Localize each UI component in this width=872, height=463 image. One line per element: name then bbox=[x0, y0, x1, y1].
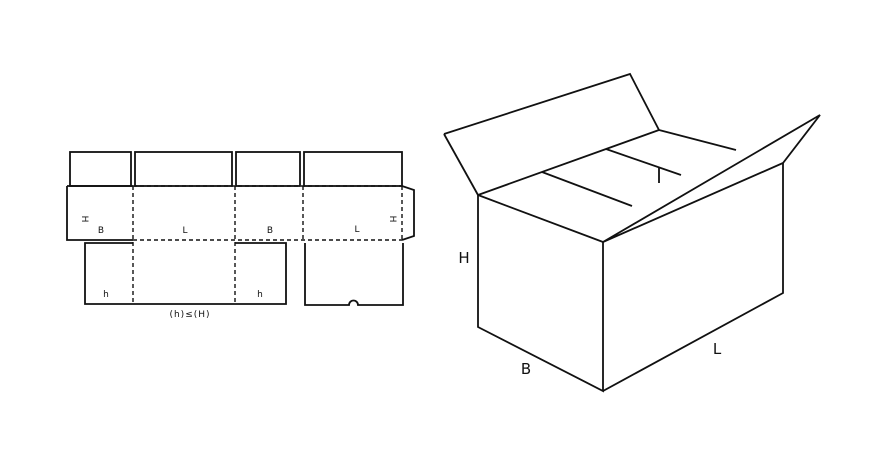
open-box-3d: H B L bbox=[443, 72, 821, 393]
body-left-edge bbox=[66, 186, 133, 241]
label-h-small-left: h bbox=[103, 290, 109, 300]
glue-flap bbox=[401, 185, 415, 241]
box-label-length: L bbox=[713, 340, 722, 358]
box-back-rim-right bbox=[658, 129, 737, 151]
bottom-flap-3 bbox=[235, 242, 287, 305]
label-h-small-right: h bbox=[257, 290, 263, 300]
flat-box-layout: H B L B L H h h (h)≤(H) bbox=[66, 151, 415, 320]
box-rear-left-flap-edge bbox=[443, 133, 479, 196]
bottom-flap-1 bbox=[84, 242, 133, 305]
box-front-right-flap bbox=[602, 114, 821, 243]
top-flap-3 bbox=[235, 151, 301, 187]
box-back-rim bbox=[477, 129, 660, 196]
top-flap-1 bbox=[69, 151, 132, 187]
label-l-right: L bbox=[354, 225, 359, 235]
label-formula: (h)≤(H) bbox=[169, 310, 210, 320]
box-label-width: B bbox=[521, 360, 531, 378]
bottom-flap-4 bbox=[304, 243, 404, 306]
inner-flap-line-2 bbox=[605, 148, 682, 176]
label-h-right: H bbox=[387, 216, 397, 223]
label-b-left: B bbox=[98, 226, 104, 236]
top-flap-4 bbox=[303, 151, 403, 187]
box-label-height: H bbox=[458, 249, 469, 267]
inner-flap-line-1 bbox=[541, 171, 633, 207]
top-flap-2 bbox=[134, 151, 233, 187]
box-rear-left-flap bbox=[443, 72, 660, 135]
box-front-face bbox=[602, 163, 784, 392]
label-h-left: H bbox=[79, 216, 89, 223]
box-side-face bbox=[477, 195, 604, 393]
label-b-right: B bbox=[267, 226, 273, 236]
label-l-middle: L bbox=[182, 226, 187, 236]
box-top-front-edge bbox=[477, 194, 604, 243]
